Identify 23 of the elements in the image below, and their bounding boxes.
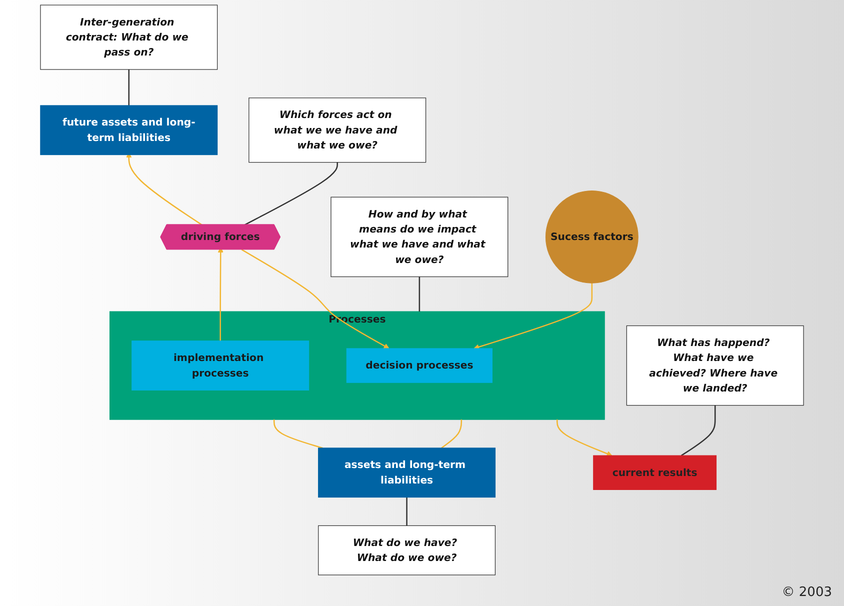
node-box: Inter-generation contract: What do we pass on? (40, 4, 218, 70)
node-box: current results (593, 455, 717, 490)
connector (273, 420, 323, 449)
arrow (218, 247, 224, 341)
connector (406, 497, 408, 526)
node-box: implementation processes (132, 340, 310, 390)
connector (418, 276, 420, 312)
copyright-note: © 2003 (782, 585, 832, 600)
node-box: How and by what means do we impact what we have and what we owe? (330, 196, 508, 278)
node-box: Which forces act on what we we have and what we owe? (248, 98, 426, 163)
connector (441, 420, 462, 448)
arrow (556, 420, 612, 456)
node-circle: Sucess factors (545, 190, 638, 284)
arrow (241, 249, 390, 349)
node-box: decision processes (346, 348, 492, 383)
node-box: What do we have? What do we owe? (318, 525, 496, 576)
node-box: future assets and long-term liabilities (40, 105, 218, 156)
node-box: What has happend? What have we achieved? Where have we landed? (626, 325, 804, 406)
arrow (474, 283, 593, 350)
connector (244, 162, 338, 226)
connector (128, 69, 130, 106)
connector (680, 405, 716, 456)
node-box: assets and long-term liabilities (318, 448, 496, 498)
